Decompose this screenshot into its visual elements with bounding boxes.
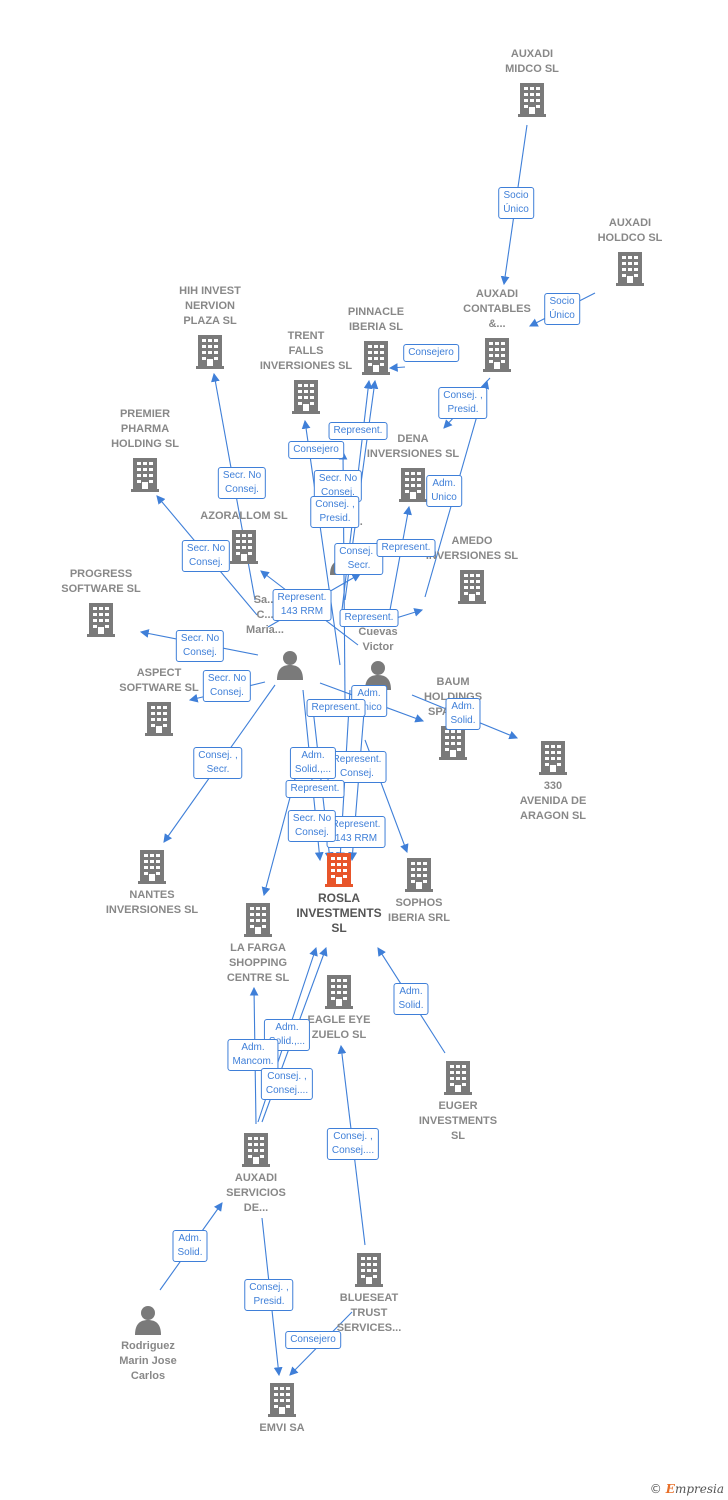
edge-role-label[interactable]: Adm. Solid. [393,983,429,1015]
node-label-trent[interactable]: TRENT FALLS INVERSIONES SL [259,330,353,372]
company-building-icon-farga[interactable] [244,903,272,937]
company-building-icon-midco[interactable] [518,83,546,117]
node-label-aragon[interactable]: 330 AVENIDA DE ARAGON SL [519,780,587,822]
edge-line [389,505,412,611]
brand-name: mpresia [674,1482,724,1496]
node-label-eagle[interactable]: EAGLE EYE ZUELO SL [307,1014,371,1041]
node-label-amedo[interactable]: AMEDO INVERSIONES SL [425,535,519,562]
node-label-rosla[interactable]: ROSLA INVESTMENTS SL [296,891,382,935]
company-building-icon-premier[interactable] [131,458,159,492]
edge-role-label[interactable]: Secr. No Consej. [175,630,225,662]
edge-role-label[interactable]: Adm. Solid. [445,698,481,730]
edge-role-label[interactable]: Represent. Consej. [327,751,387,783]
edge-role-label[interactable]: Consejero [288,441,344,459]
company-building-icon-aspect[interactable] [145,702,173,736]
company-building-icon-euger[interactable] [444,1061,472,1095]
company-building-icon-contables[interactable] [483,338,511,372]
node-label-sophos[interactable]: SOPHOS IBERIA SRL [388,897,450,924]
company-building-icon-nantes[interactable] [138,850,166,884]
node-label-progress[interactable]: PROGRESS SOFTWARE SL [61,568,141,595]
company-building-icon-pinnacle[interactable] [362,341,390,375]
node-label-midco[interactable]: AUXADI MIDCO SL [505,48,559,75]
company-building-icon-blueseat[interactable] [355,1253,383,1287]
company-building-icon-emvi[interactable] [268,1383,296,1417]
company-building-icon-aragon[interactable] [539,741,567,775]
node-label-azorallom[interactable]: AZORALLOM SL [200,510,288,522]
node-label-farga[interactable]: LA FARGA SHOPPING CENTRE SL [226,942,290,984]
edge-role-label[interactable]: Adm. Unico [426,475,462,507]
edge-role-label[interactable]: Consej. , Presid. [244,1279,294,1311]
edge-role-label[interactable]: Represent. [339,609,399,627]
edge-role-label[interactable]: Represent. [285,780,345,798]
edge-role-label[interactable]: Consej. , Presid. [310,496,360,528]
node-label-aspect[interactable]: ASPECT SOFTWARE SL [119,667,199,694]
edge-role-label[interactable]: Secr. No Consej. [217,467,267,499]
edge-role-label[interactable]: Secr. No Consej. [202,670,252,702]
node-label-blueseat[interactable]: BLUESEAT TRUST SERVICES... [336,1292,402,1334]
edge-role-label[interactable]: Consej. , Secr. [193,747,243,779]
edge-role-label[interactable]: Represent. [376,539,436,557]
edge-role-label[interactable]: Adm. Solid.,... [289,747,337,779]
node-label-contables[interactable]: AUXADI CONTABLES &... [463,288,531,330]
node-label-cuevas[interactable]: Cuevas Victor [358,626,398,653]
node-label-pinnacle[interactable]: PINNACLE IBERIA SL [347,306,405,333]
company-building-icon-baum[interactable] [439,726,467,760]
company-building-icon-progress[interactable] [87,603,115,637]
brand-initial: E [665,1482,675,1496]
brand-logo: ©Empresia [650,1482,724,1496]
edge-role-label[interactable]: Adm. Mancom. [227,1039,279,1071]
edge-role-label[interactable]: Adm. Solid. [172,1230,208,1262]
node-label-premier[interactable]: PREMIER PHARMA HOLDING SL [111,408,179,450]
edge-line [301,419,341,666]
edge-role-label[interactable]: Consej. , Presid. [438,387,488,419]
node-label-dena[interactable]: DENA INVERSIONES SL [366,433,460,460]
edge-role-label[interactable]: Represent. 143 RRM [326,816,386,848]
person-icon-maria[interactable] [277,651,303,680]
company-building-icon-hih[interactable] [196,335,224,369]
node-label-maria[interactable]: Sa... C... Maria... [246,594,284,636]
edge-role-label[interactable]: Socio Único [498,187,534,219]
edge-role-label[interactable]: Secr. No Consej. [287,810,337,842]
company-building-icon-trent[interactable] [292,380,320,414]
company-building-icon-holdco[interactable] [616,252,644,286]
edge-role-label[interactable]: Represent. 143 RRM [272,589,332,621]
node-label-servicios[interactable]: AUXADI SERVICIOS DE... [226,1172,286,1214]
node-label-rodriguez[interactable]: Rodriguez Marin Jose Carlos [119,1340,177,1382]
edge-line [388,363,406,372]
edge-role-label[interactable]: Consej. , Consej.... [326,1128,380,1160]
node-label-nantes[interactable]: NANTES INVERSIONES SL [105,889,199,916]
node-label-hih[interactable]: HIH INVEST NERVION PLAZA SL [179,285,241,327]
company-building-icon-servicios[interactable] [242,1133,270,1167]
node-label-holdco[interactable]: AUXADI HOLDCO SL [597,217,663,244]
edge-role-label[interactable]: Consejero [285,1331,341,1349]
edge-role-label[interactable]: Consej. , Consej.... [260,1068,314,1100]
company-building-icon-azorallom[interactable] [230,530,258,564]
company-building-icon-rosla[interactable] [325,853,353,887]
edge-role-label[interactable]: Socio Único [544,293,580,325]
edge-role-label[interactable]: Represent. [306,699,366,717]
edge-role-label[interactable]: Secr. No Consej. [181,540,231,572]
edge-role-label[interactable]: Represent. [328,422,388,440]
company-building-icon-amedo[interactable] [458,570,486,604]
edge-role-label[interactable]: Consejero [403,344,459,362]
person-icon-rodriguez[interactable] [135,1306,161,1335]
company-building-icon-dena[interactable] [399,468,427,502]
node-label-euger[interactable]: EUGER INVESTMENTS SL [418,1100,498,1142]
node-label-emvi[interactable]: EMVI SA [259,1422,305,1434]
company-building-icon-sophos[interactable] [405,858,433,892]
copyright-icon: © [649,1482,662,1496]
company-building-icon-eagle[interactable] [325,975,353,1009]
